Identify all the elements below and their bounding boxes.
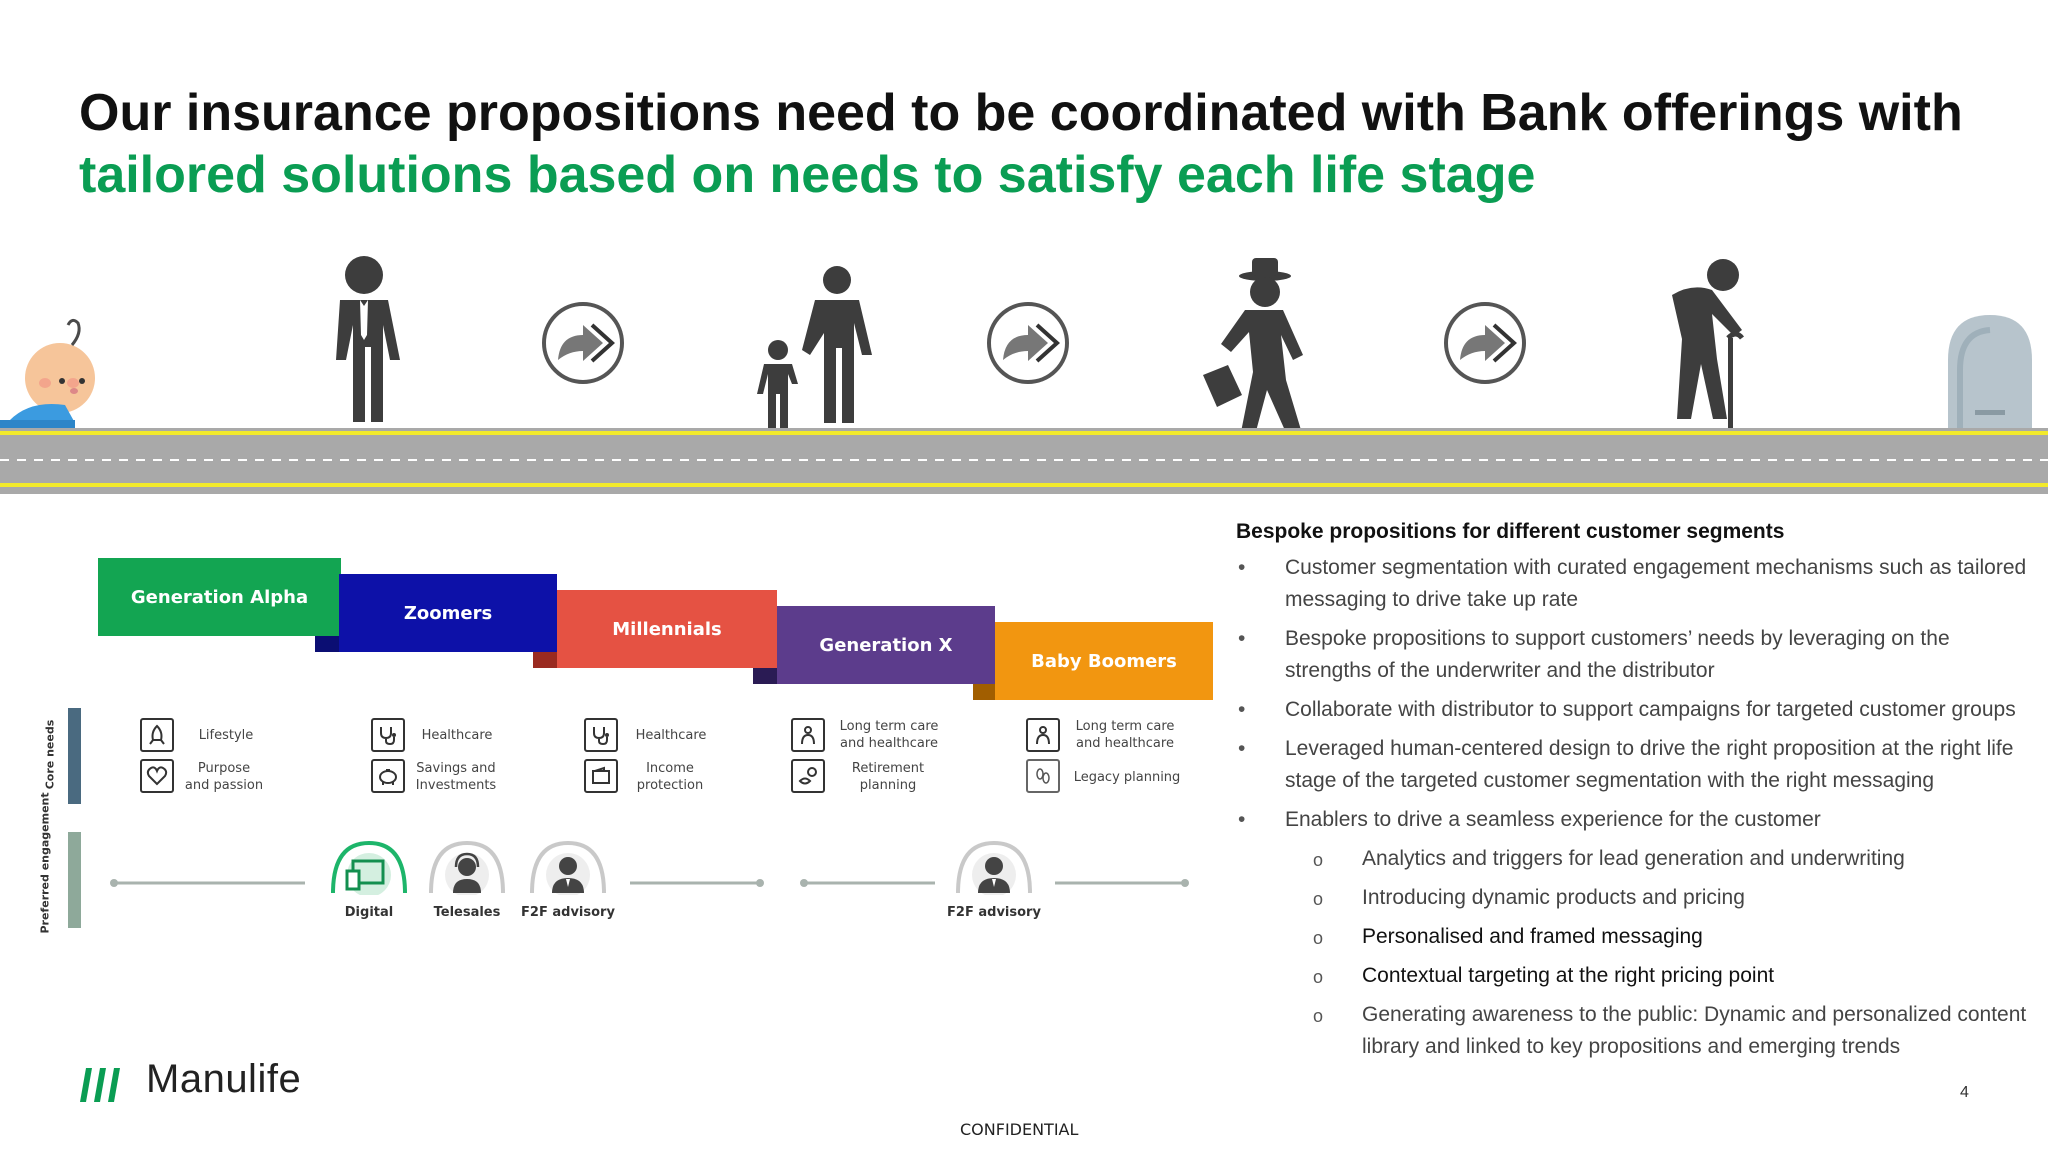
engagement-timeline bbox=[110, 879, 1189, 887]
f2f-advisor-icon bbox=[530, 840, 606, 895]
sub-bullet-item: Analytics and triggers for lead generati… bbox=[1236, 843, 2036, 876]
wallet-icon bbox=[584, 759, 618, 793]
gen-zoomers-banner: Zoomers bbox=[339, 574, 557, 652]
gen-alpha-banner: Generation Alpha bbox=[98, 558, 341, 636]
forward-arrow-icon bbox=[542, 302, 624, 384]
tombstone-icon bbox=[1938, 315, 2042, 440]
need-healthcare: Healthcare bbox=[421, 728, 493, 743]
gen-boomers-label: Baby Boomers bbox=[1031, 650, 1177, 672]
young-adult-icon bbox=[336, 256, 400, 422]
title-line-2: tailored solutions based on needs to sat… bbox=[79, 146, 1536, 204]
slide-title: Our insurance propositions need to be co… bbox=[79, 82, 2019, 206]
channel-f2f-advisory: F2F advisory bbox=[521, 905, 615, 920]
need-retirement-planning: Retirement planning bbox=[851, 761, 925, 793]
baby-icon bbox=[0, 318, 95, 430]
need-legacy-planning: Legacy planning bbox=[1073, 770, 1181, 785]
stethoscope-icon bbox=[584, 718, 618, 752]
core-needs-bar bbox=[68, 708, 81, 804]
bespoke-propositions: Bespoke propositions for different custo… bbox=[1236, 520, 2036, 1070]
need-long-term-care: Long term care and healthcare bbox=[839, 719, 939, 751]
channel-f2f-advisory: F2F advisory bbox=[947, 905, 1041, 920]
gen-millennials-label: Millennials bbox=[612, 618, 722, 640]
gen-millennials-banner: Millennials bbox=[557, 590, 777, 668]
gen-x-banner: Generation X bbox=[777, 606, 995, 684]
page-number: 4 bbox=[1960, 1084, 1969, 1101]
need-long-term-care: Long term care and healthcare bbox=[1075, 719, 1175, 751]
parent-with-child-icon bbox=[757, 266, 872, 429]
elderly-with-cane-icon bbox=[1672, 259, 1744, 430]
channel-telesales: Telesales bbox=[433, 905, 501, 920]
bullet-item: Customer segmentation with curated engag… bbox=[1236, 552, 2036, 616]
forward-arrow-icon bbox=[1444, 302, 1526, 384]
bullet-item: Bespoke propositions to support customer… bbox=[1236, 623, 2036, 687]
digital-devices-icon bbox=[331, 840, 407, 895]
sub-bullet-item: Generating awareness to the public: Dyna… bbox=[1236, 999, 2036, 1063]
need-income-protection: Income protection bbox=[636, 761, 704, 793]
businessman-icon bbox=[1203, 258, 1303, 435]
rocket-icon bbox=[140, 718, 174, 752]
bullet-item: Leveraged human-centered design to drive… bbox=[1236, 733, 2036, 797]
f2f-advisor-icon bbox=[956, 840, 1032, 895]
channel-digital: Digital bbox=[344, 905, 394, 920]
confidential-label: CONFIDENTIAL bbox=[960, 1120, 1079, 1139]
bullet-item: Enablers to drive a seamless experience … bbox=[1236, 804, 2036, 836]
caregiver-icon bbox=[1026, 718, 1060, 752]
heart-icon bbox=[140, 759, 174, 793]
gen-x-label: Generation X bbox=[819, 634, 953, 656]
title-line-1: Our insurance propositions need to be co… bbox=[79, 84, 1963, 142]
sub-bullet-item: Contextual targeting at the right pricin… bbox=[1236, 960, 2036, 993]
sub-bullet-item: Introducing dynamic products and pricing bbox=[1236, 882, 2036, 915]
retirement-icon bbox=[791, 759, 825, 793]
bullet-item: Collaborate with distributor to support … bbox=[1236, 694, 2036, 726]
gen-boomers-banner: Baby Boomers bbox=[995, 622, 1213, 700]
core-needs-label: Core needs bbox=[43, 719, 57, 790]
telesales-headset-icon bbox=[429, 840, 505, 895]
gen-alpha-label: Generation Alpha bbox=[130, 586, 309, 608]
need-purpose-passion: Purpose and passion bbox=[184, 761, 264, 793]
gen-zoomers-label: Zoomers bbox=[403, 602, 493, 624]
forward-arrow-icon bbox=[987, 302, 1069, 384]
need-healthcare: Healthcare bbox=[635, 728, 707, 743]
sub-bullet-item: Personalised and framed messaging bbox=[1236, 921, 2036, 954]
need-lifestyle: Lifestyle bbox=[198, 728, 254, 743]
brand-name: Manulife bbox=[146, 1057, 302, 1101]
preferred-engagement-bar bbox=[68, 832, 81, 928]
manulife-logo-icon bbox=[80, 1068, 120, 1102]
caregiver-icon bbox=[791, 718, 825, 752]
need-savings-investments: Savings and Investments bbox=[415, 761, 497, 793]
preferred-engagement-label: Preferred engagement bbox=[38, 792, 52, 934]
road bbox=[0, 428, 2048, 494]
footprints-icon bbox=[1026, 759, 1060, 793]
stethoscope-icon bbox=[371, 718, 405, 752]
life-stage-figures bbox=[0, 256, 2042, 440]
piggy-bank-icon bbox=[371, 759, 405, 793]
bespoke-heading: Bespoke propositions for different custo… bbox=[1236, 520, 1785, 543]
